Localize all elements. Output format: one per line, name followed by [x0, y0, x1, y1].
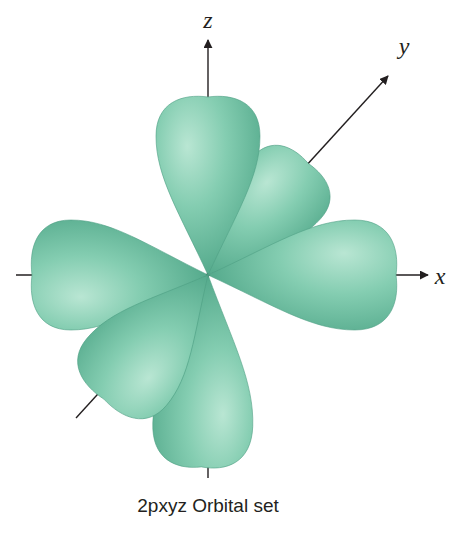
coordinate-axes	[16, 40, 428, 478]
px-right-lobe	[208, 220, 397, 330]
figure-caption: 2pxyz Orbital set	[137, 496, 279, 515]
axis-label: x	[435, 264, 446, 288]
axis-label: z	[203, 8, 212, 32]
p-orbital-lobes	[31, 96, 396, 469]
py-front-lobe	[64, 242, 248, 433]
axis-label: y	[399, 34, 410, 58]
pz-top-lobe	[156, 96, 260, 275]
